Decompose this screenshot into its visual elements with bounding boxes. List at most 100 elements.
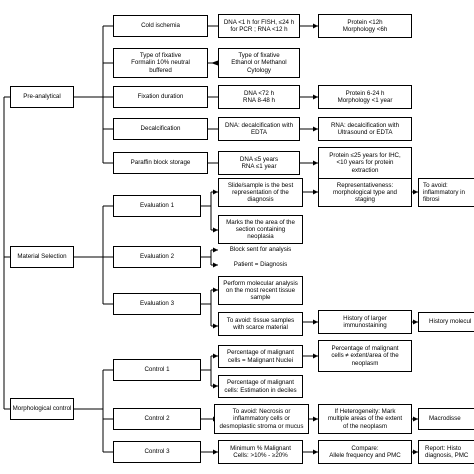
- paraffin-protein-line-2: <10 years for protein: [336, 159, 394, 167]
- material-selection-node: Material Selection: [10, 246, 74, 268]
- avoid-necrosis-node: To avoid: Necrosis or inflammatory cells…: [214, 404, 309, 434]
- fixation-protein-node: Protein 6-24 h Morphology <1 year: [318, 85, 412, 109]
- avoid-necrosis-line-2: inflammatory cells or: [233, 415, 290, 423]
- decal-dna-line-1: DNA: decalcification with: [224, 121, 294, 129]
- report-line-1: Report: Histo: [425, 444, 462, 452]
- fixation-protein-line-1: Protein 6-24 h: [345, 89, 385, 97]
- slide-line-2: representation of the: [232, 188, 289, 196]
- history-molecular-node: History molecul: [418, 312, 474, 332]
- evaluation-3-label: Evaluation 3: [139, 300, 175, 308]
- paraffin-dna-line-2: RNA ≤1 year: [241, 163, 277, 170]
- evaluation-3-node: Evaluation 3: [113, 293, 201, 315]
- compare-node: Compare: Allele frequency and PMC: [318, 440, 412, 464]
- fixation-duration-node: Fixation duration: [113, 86, 208, 108]
- pct-deciles-line-2: cells: Estimation in deciles: [224, 386, 297, 394]
- paraffin-protein-line-1: Protein ≤25 years for IHC,: [329, 152, 401, 160]
- evaluation-1-avoid-node: To avoid: inflammatory in fibrosi: [418, 178, 474, 207]
- cold-ischemia-protein-line-1: Protein <12h: [347, 18, 383, 26]
- pct-extent-node: Percentage of malignant cells ≠ extent/a…: [318, 340, 412, 372]
- patient-diagnosis-label: Patient = Diagnosis: [233, 261, 288, 269]
- pct-extent-line-2: cells ≠ extent/area of the: [331, 352, 399, 360]
- pre-analytical-node: Pre-analytical: [10, 86, 74, 108]
- patient-diagnosis-text: Patient = Diagnosis: [218, 259, 303, 271]
- decalcification-node: Decalcification: [113, 118, 208, 140]
- slide-line-3: diagnosis: [247, 196, 274, 204]
- decalcification-dna-node: DNA: decalcification with EDTA: [218, 117, 300, 141]
- decalcification-label: Decalcification: [140, 125, 181, 133]
- paraffin-block-storage-node: Paraffin block storage: [113, 152, 208, 174]
- decalcification-rna-node: RNA: decalcification with Ultrasound or …: [318, 117, 412, 141]
- macrodissection-label: Macrodisse: [429, 415, 461, 423]
- fixation-duration-label: Fixation duration: [137, 93, 184, 101]
- fixation-dna-line-1: DNA <72 h: [243, 89, 275, 97]
- pct-extent-line-1: Percentage of malignant: [331, 345, 399, 353]
- minimum-line-1: Minimum % Malignant: [230, 444, 291, 452]
- evaluation-2-node: Evaluation 2: [113, 246, 201, 268]
- control-2-label: Control 2: [144, 415, 170, 423]
- decal-dna-line-2: EDTA: [250, 129, 268, 136]
- pct-nuclei-node: Percentage of malignant cells = Malignan…: [218, 345, 303, 368]
- pct-nuclei-line-1: Percentage of malignant: [226, 349, 295, 357]
- history-larger-line-1: History of larger: [343, 314, 387, 322]
- material-selection-label: Material Selection: [17, 253, 67, 261]
- eval1-avoid-line-1: To avoid:: [423, 181, 448, 189]
- evaluation-1-marks-node: Marks the the area of the section contai…: [218, 215, 303, 244]
- avoid-tissue-line-2: with scarce material: [233, 324, 288, 331]
- compare-line-2: Allele frequency and PMC: [329, 452, 401, 459]
- pct-nuclei-line-2: cells = Malignant Nuclei: [227, 356, 294, 364]
- history-larger-node: History of larger immunostaining: [318, 310, 412, 334]
- compare-line-1: Compare:: [351, 444, 379, 452]
- pct-deciles-node: Percentage of malignant cells: Estimatio…: [218, 375, 303, 398]
- cold-ischemia-dna-line-2: for PCR ; RNA <12 h: [230, 26, 288, 33]
- heterogeneity-line-2: multiple areas of the extent: [327, 415, 403, 423]
- paraffin-protein-line-3: extraction: [351, 166, 379, 174]
- fixation-dna-line-2: RNA 8-48 h: [243, 97, 275, 104]
- cold-ischemia-dna-line-1: DNA <1 h for FISH, ≤24 h: [223, 18, 295, 26]
- control-3-node: Control 3: [113, 441, 201, 463]
- avoid-tissue-node: To avoid: tissue samples with scarce mat…: [218, 312, 303, 336]
- report-line-2: diagnosis, PMC: [425, 452, 469, 459]
- morphological-control-node: Morphological control: [10, 398, 74, 420]
- minimum-line-2: Cells: >10% - ≥20%: [233, 452, 288, 459]
- heterogeneity-node: If Heterogeneity: Mark multiple areas of…: [318, 404, 412, 434]
- cold-ischemia-protein-line-2: Morphology <6h: [342, 26, 388, 33]
- alt-fixative-node: Type of fixative Ethanol or Methanol Cyt…: [218, 48, 300, 78]
- history-molecular-label: History molecul: [429, 318, 472, 326]
- block-sent-text: Block sent for analysis: [218, 244, 303, 256]
- marks-line-2: section containing: [235, 225, 286, 233]
- control-1-label: Control 1: [144, 366, 170, 374]
- morphological-control-label: Morphological control: [12, 405, 72, 413]
- macrodissection-node: Macrodisse: [418, 408, 474, 430]
- minimum-malignant-node: Minimum % Malignant Cells: >10% - ≥20%: [218, 440, 303, 464]
- eval1-avoid-line-2: inflammatory in: [423, 188, 465, 196]
- slide-line-1: Slide/sample is the best: [227, 181, 294, 189]
- paraffin-label: Paraffin block storage: [130, 159, 191, 167]
- decal-rna-line-1: RNA: decalcification with: [330, 121, 400, 129]
- fixation-dna-node: DNA <72 h RNA 8-48 h: [218, 85, 300, 109]
- evaluation-1-slide-node: Slide/sample is the best representation …: [218, 178, 303, 207]
- perform-line-3: sample: [250, 294, 271, 302]
- control-2-node: Control 2: [113, 408, 201, 430]
- avoid-necrosis-line-1: To avoid: Necrosis or: [232, 408, 291, 416]
- fixative-line-1: Type of fixative: [139, 52, 182, 60]
- report-node: Report: Histo diagnosis, PMC: [418, 440, 474, 464]
- fixative-line-2: Formalin 10% neutral: [131, 59, 190, 67]
- avoid-necrosis-line-3: desmoplastic stroma or mucus: [219, 422, 304, 430]
- avoid-tissue-line-1: To avoid: tissue samples: [226, 316, 295, 324]
- paraffin-dna-line-1: DNA ≤5 years: [239, 155, 279, 163]
- pct-deciles-line-1: Percentage of malignant: [226, 379, 295, 387]
- fixation-protein-line-2: Morphology <1 year: [337, 97, 393, 104]
- paraffin-protein-node: Protein ≤25 years for IHC, <10 years for…: [318, 147, 412, 179]
- cold-ischemia-dna-node: DNA <1 h for FISH, ≤24 h for PCR ; RNA <…: [218, 14, 300, 38]
- perform-molecular-node: Perform molecular analysis on the most r…: [218, 276, 303, 305]
- decal-rna-line-2: Ultrasound or EDTA: [337, 129, 393, 136]
- cold-ischemia-label: Cold ischemia: [141, 22, 180, 30]
- alt-fixative-line-1: Type of fixative: [238, 52, 280, 60]
- paraffin-dna-node: DNA ≤5 years RNA ≤1 year: [218, 151, 300, 175]
- cold-ischemia-node: Cold ischemia: [113, 15, 208, 37]
- evaluation-1-label: Evaluation 1: [139, 202, 175, 210]
- representativeness-line-2: morphological type and: [333, 188, 397, 196]
- evaluation-2-label: Evaluation 2: [139, 253, 175, 261]
